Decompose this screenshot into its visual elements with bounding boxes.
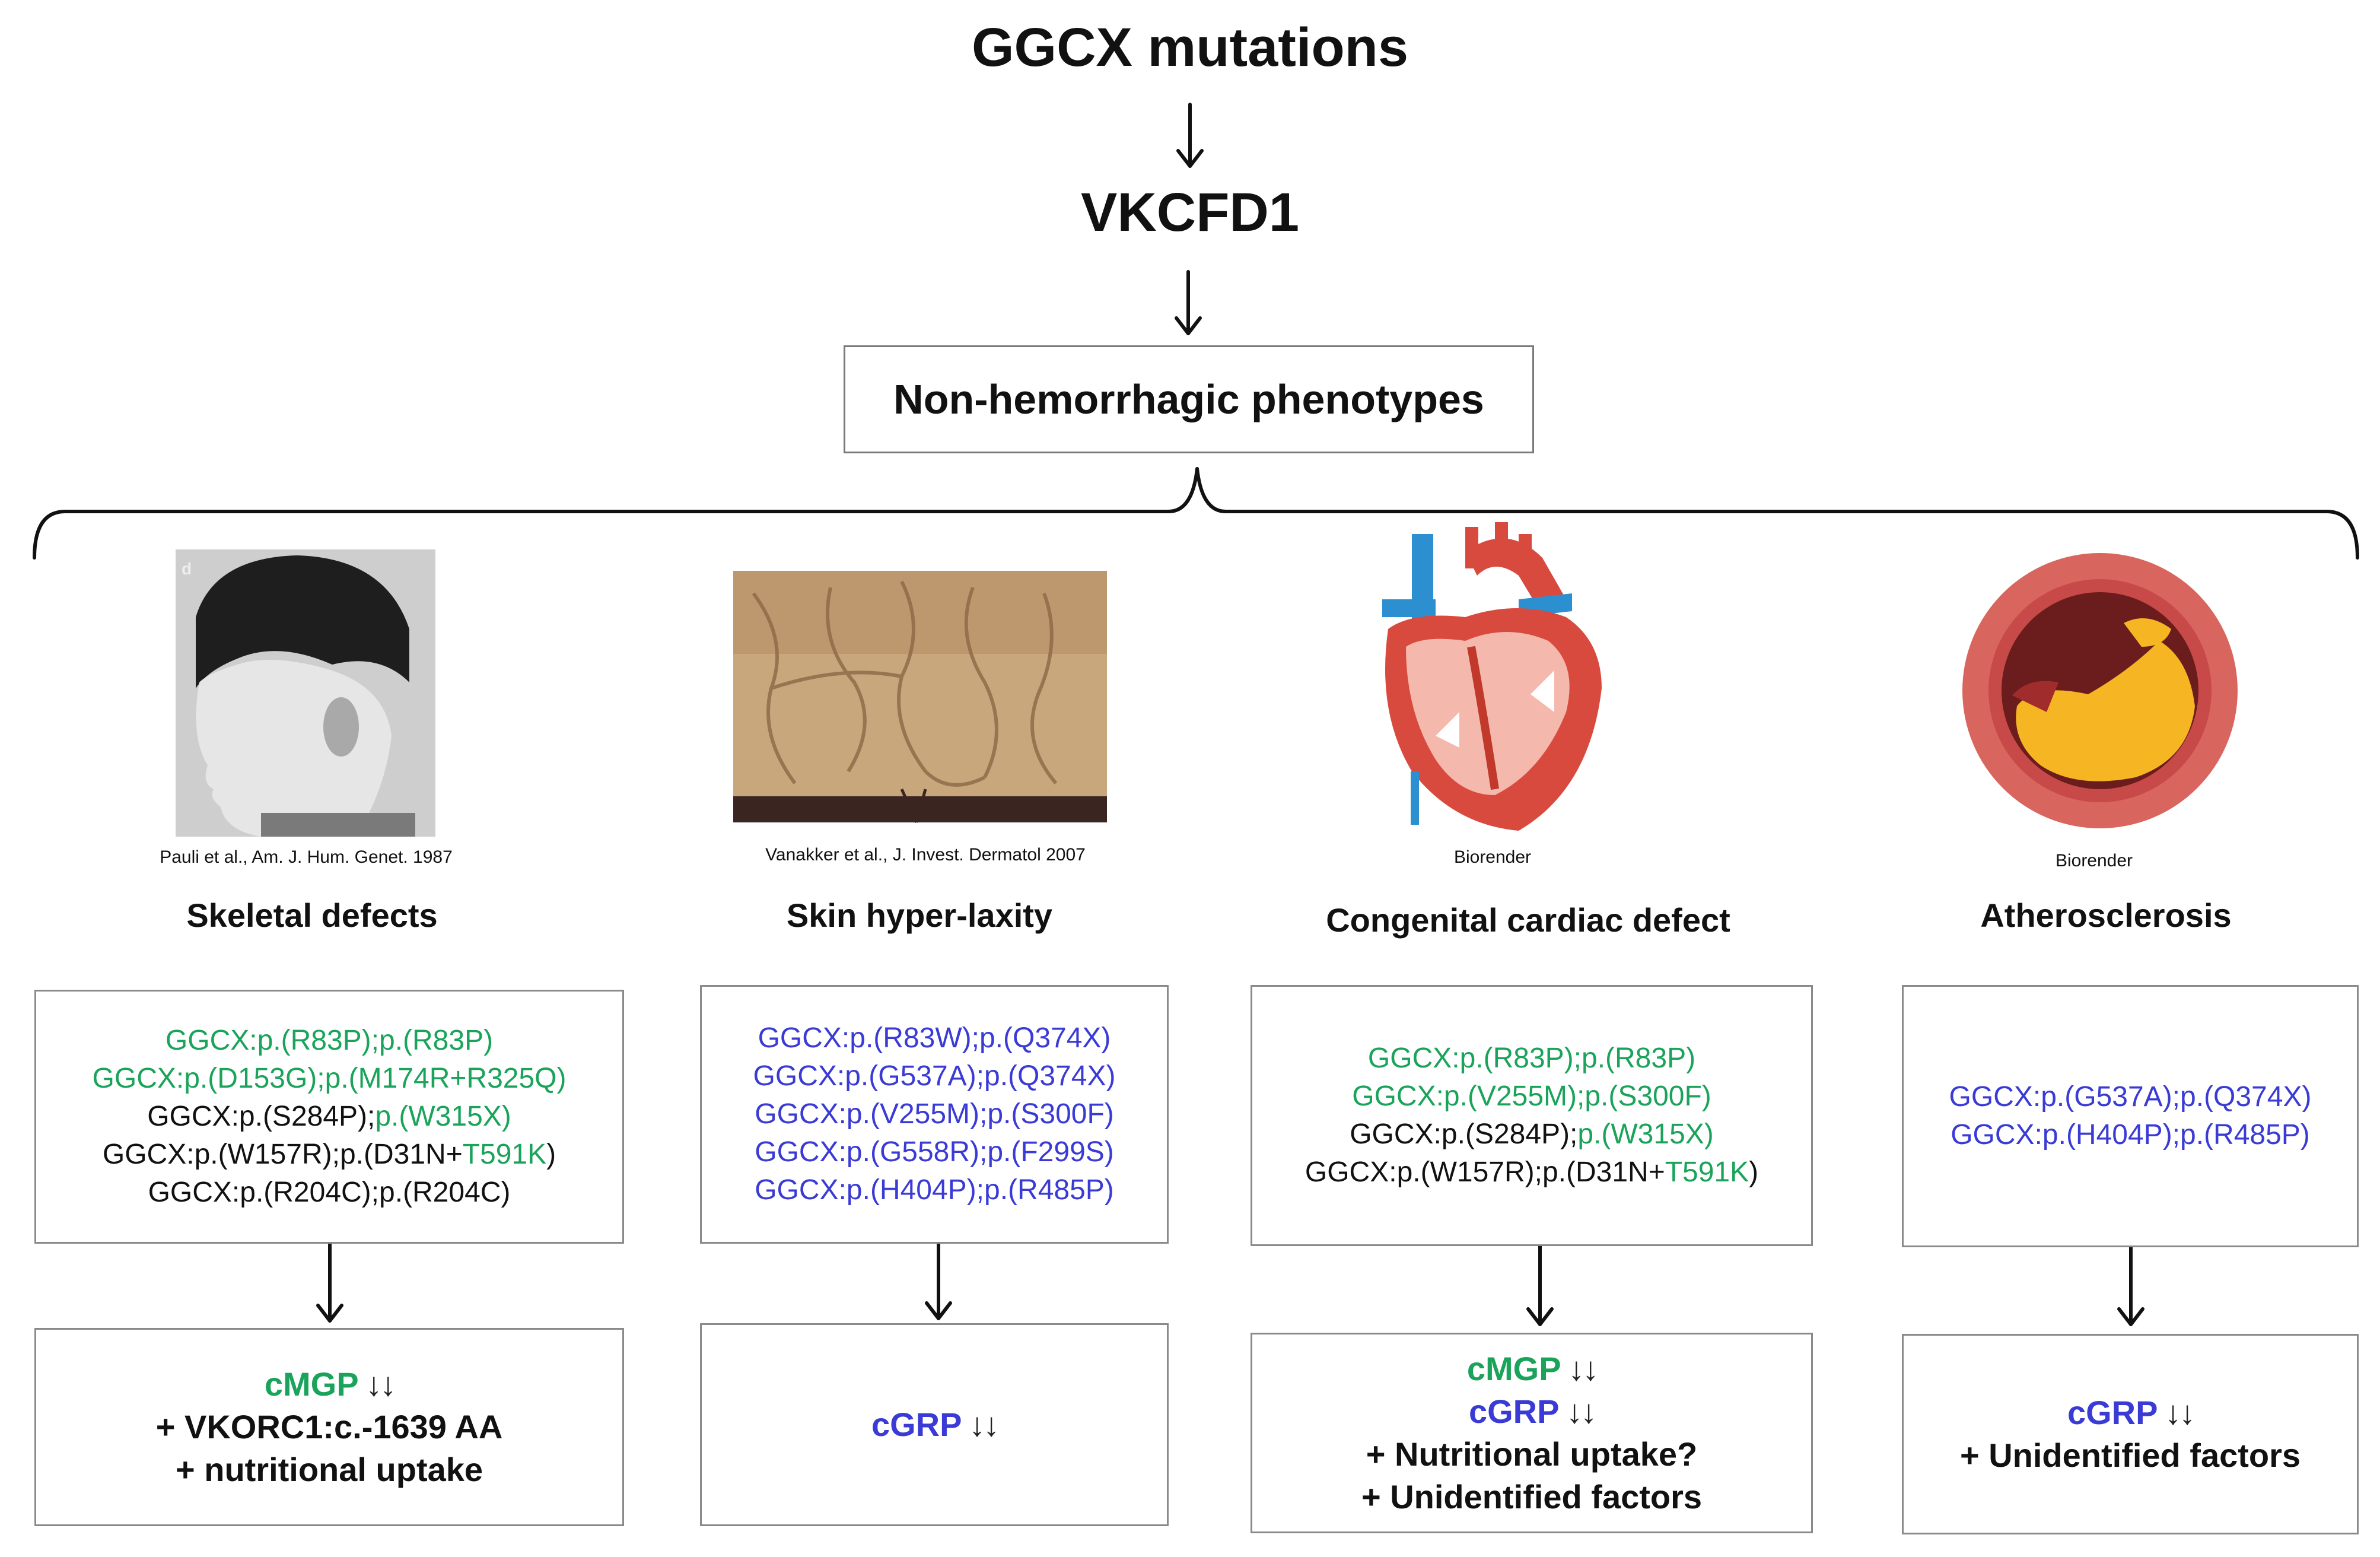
diagram-title: GGCX mutations: [971, 17, 1409, 78]
mutation-box-cardiac: GGCX:p.(R83P);p.(R83P) GGCX:p.(V255M);p.(…: [1251, 985, 1813, 1246]
mutation-line: GGCX:p.(G537A);p.(Q374X): [1949, 1078, 2312, 1116]
credit-col3: Biorender: [1453, 847, 1532, 867]
line-segment: GGCX:p.(R83P);p.(R83P): [165, 1025, 494, 1056]
arrow-disease-to-phenotypes: [1175, 270, 1202, 335]
mutation-line: GGCX:p.(R83P);p.(R83P): [1368, 1040, 1695, 1078]
effect-box-cardiac: cMGP ↓↓cGRP ↓↓+ Nutritional uptake?+ Uni…: [1251, 1333, 1813, 1533]
effect-line: cMGP ↓↓: [264, 1363, 396, 1406]
effect-box-atherosclerosis: cGRP ↓↓+ Unidentified factors: [1902, 1334, 2359, 1534]
line-segment: T591K: [462, 1139, 547, 1170]
down-arrows-icon: ↓↓: [2158, 1394, 2196, 1431]
mutation-line: GGCX:p.(V255M);p.(S300F): [755, 1095, 1114, 1133]
arrow-col1: [316, 1242, 343, 1323]
line-segment: + VKORC1:c.-1639 AA: [155, 1408, 503, 1445]
line-segment: cMGP: [1466, 1350, 1561, 1387]
line-segment: GGCX:p.(D153G);p.(M174R+R325Q): [92, 1063, 567, 1094]
line-segment: GGCX:p.(R83P);p.(R83P): [1367, 1043, 1696, 1074]
mutation-line: GGCX:p.(H404P);p.(R485P): [1951, 1116, 2310, 1154]
line-segment: GGCX:p.(G537A);p.(Q374X): [753, 1060, 1116, 1092]
down-arrows-icon: ↓↓: [1561, 1350, 1599, 1387]
line-segment: cMGP: [264, 1365, 359, 1403]
line-segment: GGCX:p.(G558R);p.(F299S): [755, 1136, 1114, 1168]
line-segment: cGRP: [1468, 1393, 1560, 1430]
artery-plaque-icon: [1962, 553, 2238, 828]
line-segment: p.(W315X): [375, 1101, 511, 1132]
arrow-col3: [1526, 1244, 1554, 1326]
line-segment: GGCX:p.(R204C);p.(R204C): [148, 1177, 511, 1208]
skin-photo: [733, 571, 1107, 824]
arrow-title-to-disease: [1176, 103, 1204, 168]
credit-col4: Biorender: [2055, 851, 2133, 870]
arrow-col2: [925, 1242, 952, 1320]
down-arrows-icon: ↓↓: [358, 1365, 396, 1403]
line-segment: GGCX:p.(V255M);p.(S300F): [1352, 1081, 1711, 1112]
phenotype-box-label: Non-hemorrhagic phenotypes: [893, 376, 1484, 422]
line-segment: GGCX:p.(V255M);p.(S300F): [755, 1098, 1114, 1130]
mutation-line: GGCX:p.(V255M);p.(S300F): [1352, 1078, 1711, 1116]
effect-line: cGRP ↓↓: [2067, 1391, 2196, 1434]
line-segment: GGCX:p.(W157R);p.(D31N+: [1304, 1156, 1665, 1188]
effect-box-skin: cGRP ↓↓: [700, 1323, 1169, 1526]
mutation-box-skeletal: GGCX:p.(R83P);p.(R83P) GGCX:p.(D153G);p.(…: [34, 990, 624, 1244]
line-segment: ): [1749, 1156, 1759, 1188]
col-title-cardiac: Congenital cardiac defect: [1326, 901, 1730, 939]
line-segment: + nutritional uptake: [175, 1451, 483, 1488]
down-arrows-icon: ↓↓: [1559, 1393, 1597, 1430]
line-segment: + Nutritional uptake?: [1366, 1435, 1698, 1473]
svg-text:d: d: [182, 560, 192, 578]
effect-line: cGRP ↓↓: [871, 1403, 1000, 1446]
line-segment: cGRP: [2067, 1394, 2158, 1431]
line-segment: GGCX:p.(H404P);p.(R485P): [755, 1174, 1114, 1206]
line-segment: GGCX:p.(G537A);p.(Q374X): [1949, 1081, 2312, 1113]
heart-icon: [1350, 520, 1611, 837]
mutation-line: GGCX:p.(S284P);p.(W315X): [1350, 1116, 1714, 1154]
mutation-line: GGCX:p.(S284P);p.(W315X): [147, 1098, 511, 1136]
line-segment: ): [546, 1139, 556, 1170]
mutation-line: GGCX:p.(G537A);p.(Q374X): [753, 1057, 1116, 1095]
line-segment: GGCX:p.(R83W);p.(Q374X): [758, 1022, 1111, 1054]
credit-col1: Pauli et al., Am. J. Hum. Genet. 1987: [160, 847, 453, 867]
col-title-skeletal: Skeletal defects: [186, 897, 438, 934]
effect-line: + VKORC1:c.-1639 AA: [156, 1406, 503, 1448]
mutation-line: GGCX:p.(W157R);p.(D31N+T591K): [103, 1136, 556, 1174]
line-segment: + Unidentified factors: [1959, 1437, 2301, 1474]
effect-line: + Unidentified factors: [1960, 1434, 2301, 1477]
effect-line: + Nutritional uptake?: [1366, 1433, 1698, 1476]
mutation-line: GGCX:p.(W157R);p.(D31N+T591K): [1305, 1154, 1758, 1191]
mutation-line: GGCX:p.(R204C);p.(R204C): [148, 1174, 511, 1212]
mutation-line: GGCX:p.(D153G);p.(M174R+R325Q): [93, 1060, 567, 1098]
mutation-box-skin: GGCX:p.(R83W);p.(Q374X) GGCX:p.(G537A);p.…: [700, 985, 1169, 1244]
mutation-line: GGCX:p.(R83W);p.(Q374X): [758, 1019, 1111, 1057]
credit-col2: Vanakker et al., J. Invest. Dermatol 200…: [765, 845, 1086, 865]
disease-label: VKCFD1: [1080, 182, 1300, 243]
arrow-col4: [2117, 1245, 2144, 1326]
child-profile-photo: d: [176, 549, 435, 837]
col-title-skin: Skin hyper-laxity: [786, 897, 1053, 934]
phenotype-brace: [33, 467, 2359, 560]
mutation-line: GGCX:p.(G558R);p.(F299S): [755, 1133, 1114, 1171]
line-segment: T591K: [1665, 1156, 1749, 1188]
effect-line: cMGP ↓↓: [1466, 1348, 1599, 1390]
line-segment: cGRP: [871, 1406, 962, 1443]
effect-box-skeletal: cMGP ↓↓+ VKORC1:c.-1639 AA+ nutritional …: [34, 1328, 624, 1526]
line-segment: GGCX:p.(S284P);: [1350, 1119, 1578, 1150]
line-segment: GGCX:p.(S284P);: [147, 1101, 376, 1132]
mutation-line: GGCX:p.(H404P);p.(R485P): [755, 1171, 1114, 1209]
effect-line: cGRP ↓↓: [1468, 1390, 1597, 1433]
col-title-atherosclerosis: Atherosclerosis: [1980, 897, 2232, 934]
line-segment: GGCX:p.(H404P);p.(R485P): [1951, 1119, 2310, 1151]
mutation-line: GGCX:p.(R83P);p.(R83P): [166, 1022, 493, 1060]
mutation-box-atherosclerosis: GGCX:p.(G537A);p.(Q374X) GGCX:p.(H404P);p…: [1902, 985, 2359, 1247]
effect-line: + Unidentified factors: [1361, 1476, 1702, 1518]
line-segment: GGCX:p.(W157R);p.(D31N+: [102, 1139, 463, 1170]
phenotype-box: Non-hemorrhagic phenotypes: [844, 345, 1534, 453]
line-segment: p.(W315X): [1577, 1119, 1714, 1150]
down-arrows-icon: ↓↓: [962, 1406, 1000, 1443]
line-segment: + Unidentified factors: [1361, 1478, 1703, 1515]
effect-line: + nutritional uptake: [176, 1448, 483, 1491]
